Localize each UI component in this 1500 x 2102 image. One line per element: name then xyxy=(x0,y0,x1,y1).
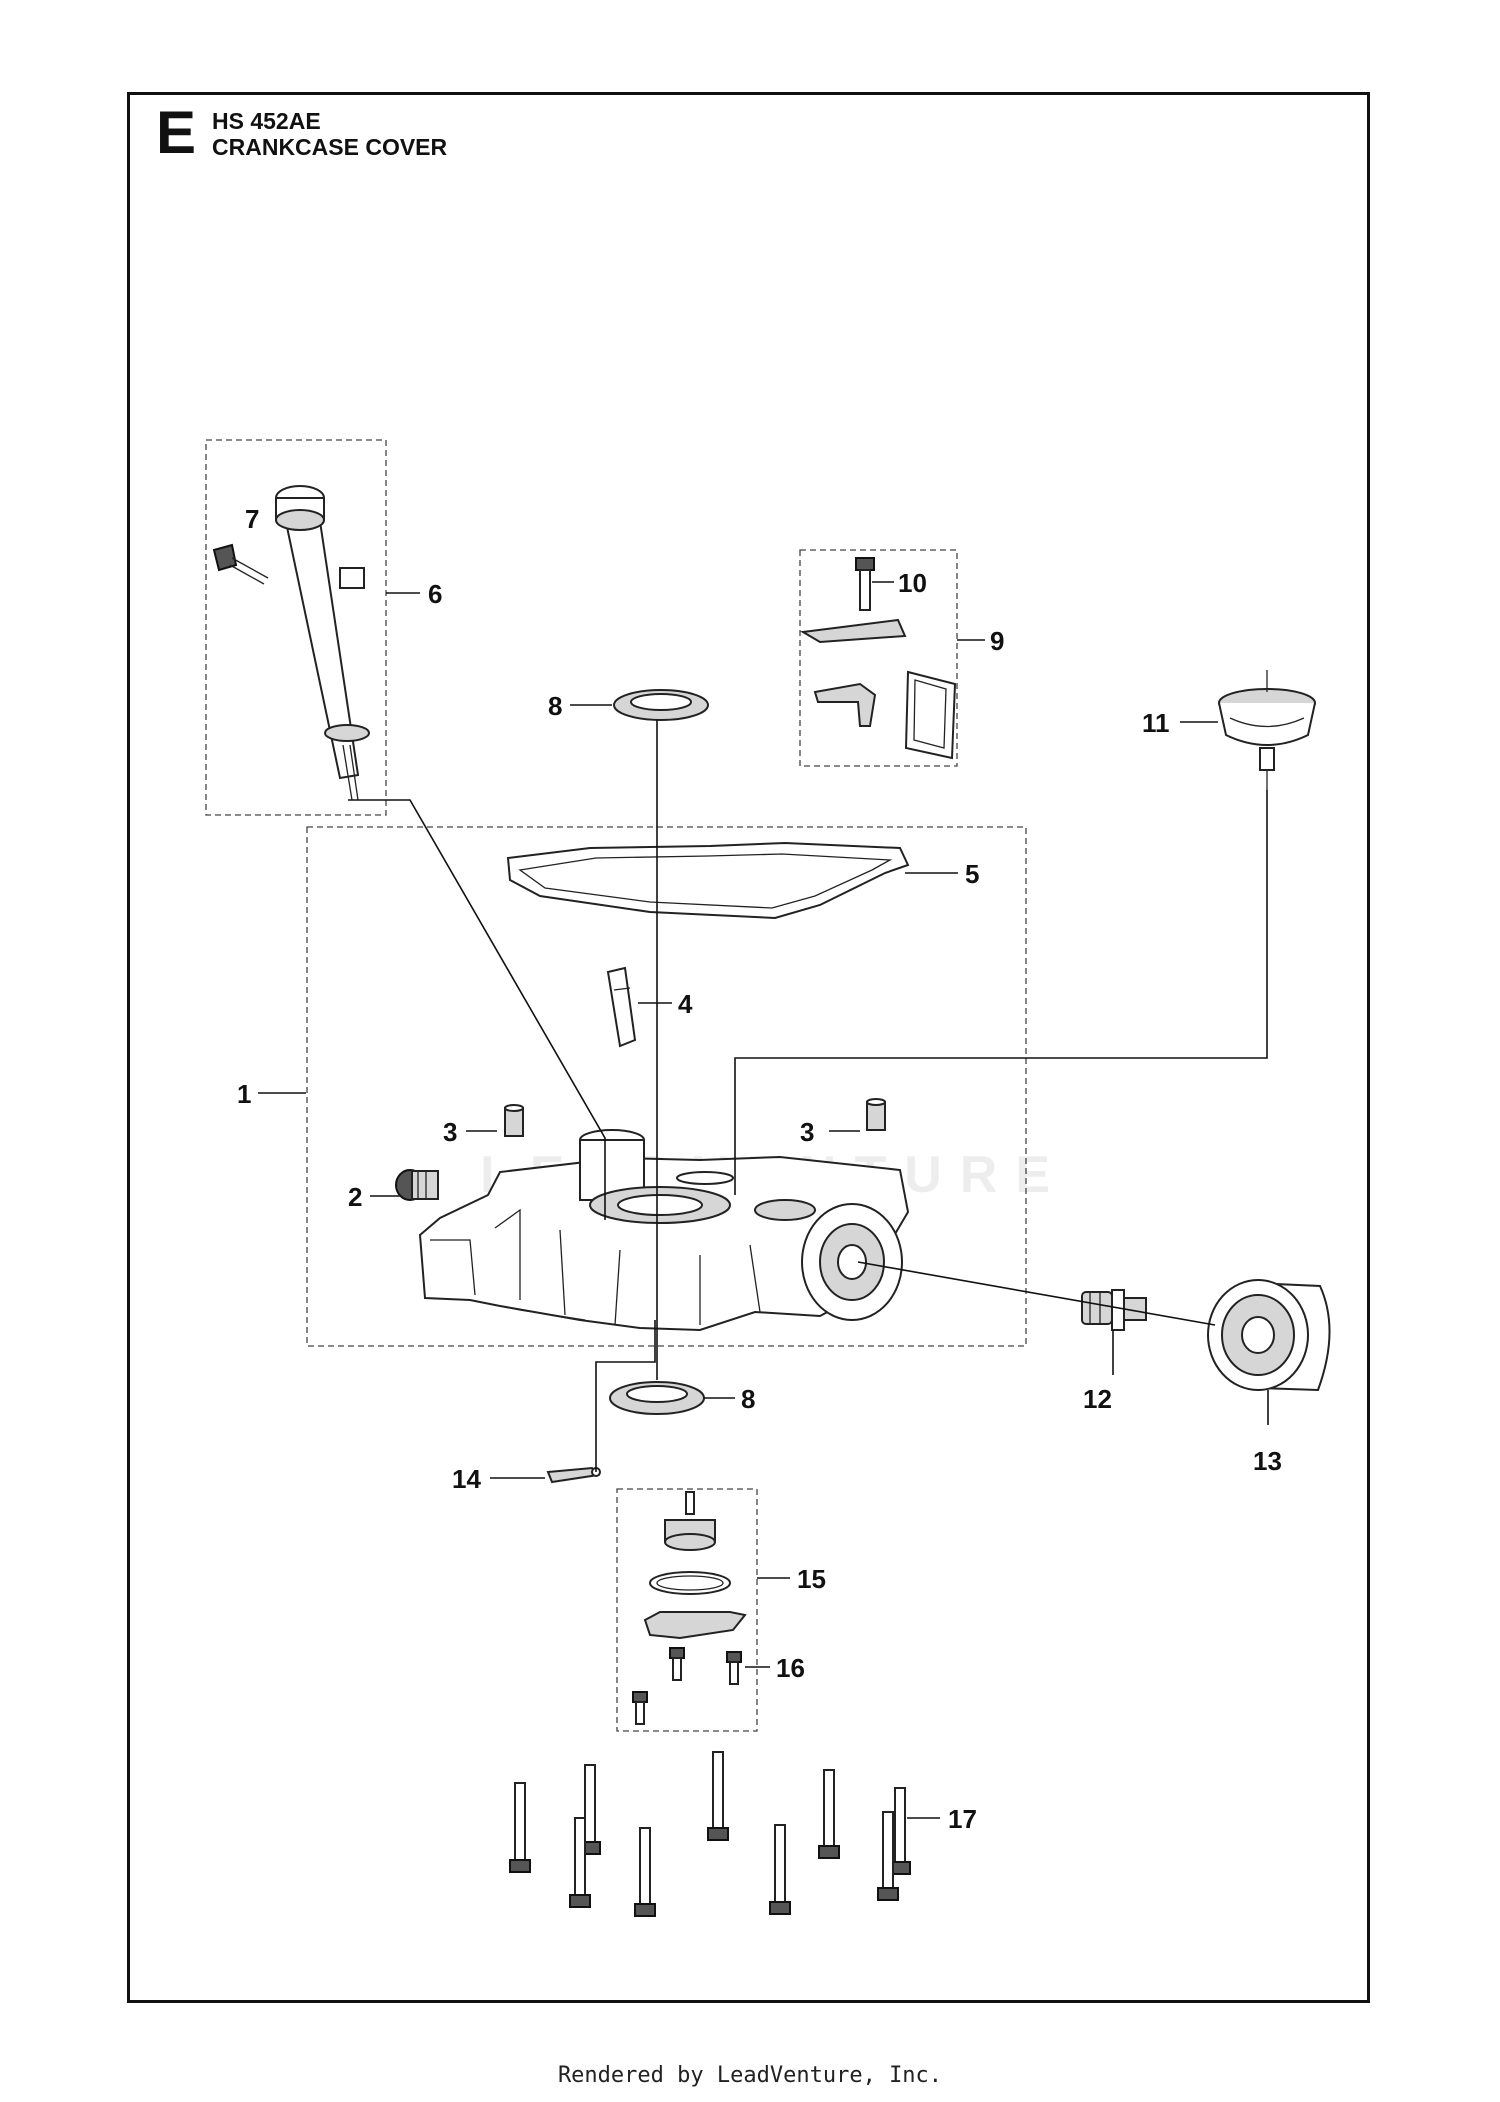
alignment-line-dipstick xyxy=(348,799,606,1220)
callout-8-upper[interactable]: 8 xyxy=(548,691,612,721)
callout-17[interactable]: 17 xyxy=(907,1804,977,1834)
svg-text:2: 2 xyxy=(348,1182,362,1212)
oil-filter-part[interactable] xyxy=(1207,1279,1331,1392)
oil-seal-lower-part[interactable] xyxy=(609,1381,705,1415)
oil-filter-nipple-part[interactable] xyxy=(1081,1289,1147,1331)
svg-text:4: 4 xyxy=(678,989,693,1019)
plug-part[interactable] xyxy=(395,1169,439,1201)
svg-text:8: 8 xyxy=(548,691,562,721)
svg-text:14: 14 xyxy=(452,1464,481,1494)
cover-bolts-part[interactable] xyxy=(509,1751,911,1917)
governor-bolt-part[interactable] xyxy=(855,557,875,611)
svg-text:5: 5 xyxy=(965,859,979,889)
callout-5[interactable]: 5 xyxy=(905,859,979,889)
svg-text:3: 3 xyxy=(443,1117,457,1147)
callout-3-right[interactable]: 3 xyxy=(800,1117,860,1147)
svg-text:12: 12 xyxy=(1083,1384,1112,1414)
crankcase-cover-part[interactable] xyxy=(418,1129,910,1332)
governor-gear-part[interactable] xyxy=(1218,670,1316,790)
group-box-governor xyxy=(799,549,958,767)
callout-16[interactable]: 16 xyxy=(745,1653,805,1683)
group-box-oil-pump xyxy=(616,1488,758,1732)
svg-text:6: 6 xyxy=(428,579,442,609)
svg-text:17: 17 xyxy=(948,1804,977,1834)
svg-text:7: 7 xyxy=(245,504,259,534)
svg-text:1: 1 xyxy=(237,1079,251,1109)
callout-8-lower[interactable]: 8 xyxy=(704,1384,755,1414)
callout-10[interactable]: 10 xyxy=(872,568,927,598)
callout-2[interactable]: 2 xyxy=(348,1182,400,1212)
model-name: HS 452AE xyxy=(212,108,321,134)
svg-text:16: 16 xyxy=(776,1653,805,1683)
diagram-frame xyxy=(127,92,1370,2003)
svg-text:8: 8 xyxy=(741,1384,755,1414)
callout-3-left[interactable]: 3 xyxy=(443,1117,497,1147)
callout-7[interactable]: 7 xyxy=(245,504,259,534)
oil-pump-bolts-part[interactable] xyxy=(632,1647,742,1725)
svg-text:10: 10 xyxy=(898,568,927,598)
svg-text:15: 15 xyxy=(797,1564,826,1594)
retainer-clip-part[interactable] xyxy=(546,1466,601,1484)
callout-15[interactable]: 15 xyxy=(757,1564,826,1594)
section-title: CRANKCASE COVER xyxy=(212,134,448,161)
footer-credit: Rendered by LeadVenture, Inc. xyxy=(557,2063,943,2088)
callout-6[interactable]: 6 xyxy=(386,579,442,609)
alignment-line-filter xyxy=(857,1261,1216,1326)
group-box-dipstick xyxy=(205,439,387,816)
governor-arm-kit-part[interactable] xyxy=(799,618,957,760)
svg-text:13: 13 xyxy=(1253,1446,1282,1476)
callout-1[interactable]: 1 xyxy=(237,1079,306,1109)
svg-text:9: 9 xyxy=(990,626,1004,656)
dipstick-tube-part[interactable] xyxy=(275,485,370,801)
insert-part[interactable] xyxy=(606,966,637,1048)
page-title: HS 452AE CRANKCASE COVER xyxy=(212,108,447,161)
oil-pump-kit-part[interactable] xyxy=(643,1491,747,1640)
svg-text:11: 11 xyxy=(1142,708,1170,738)
gasket-part[interactable] xyxy=(506,841,910,920)
dipstick-bolt-part[interactable] xyxy=(212,543,269,585)
callout-13[interactable]: 13 xyxy=(1253,1390,1282,1476)
callout-4[interactable]: 4 xyxy=(638,989,693,1019)
svg-text:3: 3 xyxy=(800,1117,814,1147)
callout-9[interactable]: 9 xyxy=(957,626,1004,656)
dowel-pin-left-part[interactable] xyxy=(504,1104,524,1137)
alignment-line-governor xyxy=(734,790,1268,1195)
section-letter: E xyxy=(156,99,197,166)
callout-11[interactable]: 11 xyxy=(1142,708,1218,738)
oil-seal-upper-part[interactable] xyxy=(613,689,709,721)
callout-12[interactable]: 12 xyxy=(1083,1330,1114,1414)
alignment-line-clip xyxy=(595,1320,656,1472)
callout-14[interactable]: 14 xyxy=(452,1464,545,1494)
dowel-pin-right-part[interactable] xyxy=(866,1098,886,1131)
